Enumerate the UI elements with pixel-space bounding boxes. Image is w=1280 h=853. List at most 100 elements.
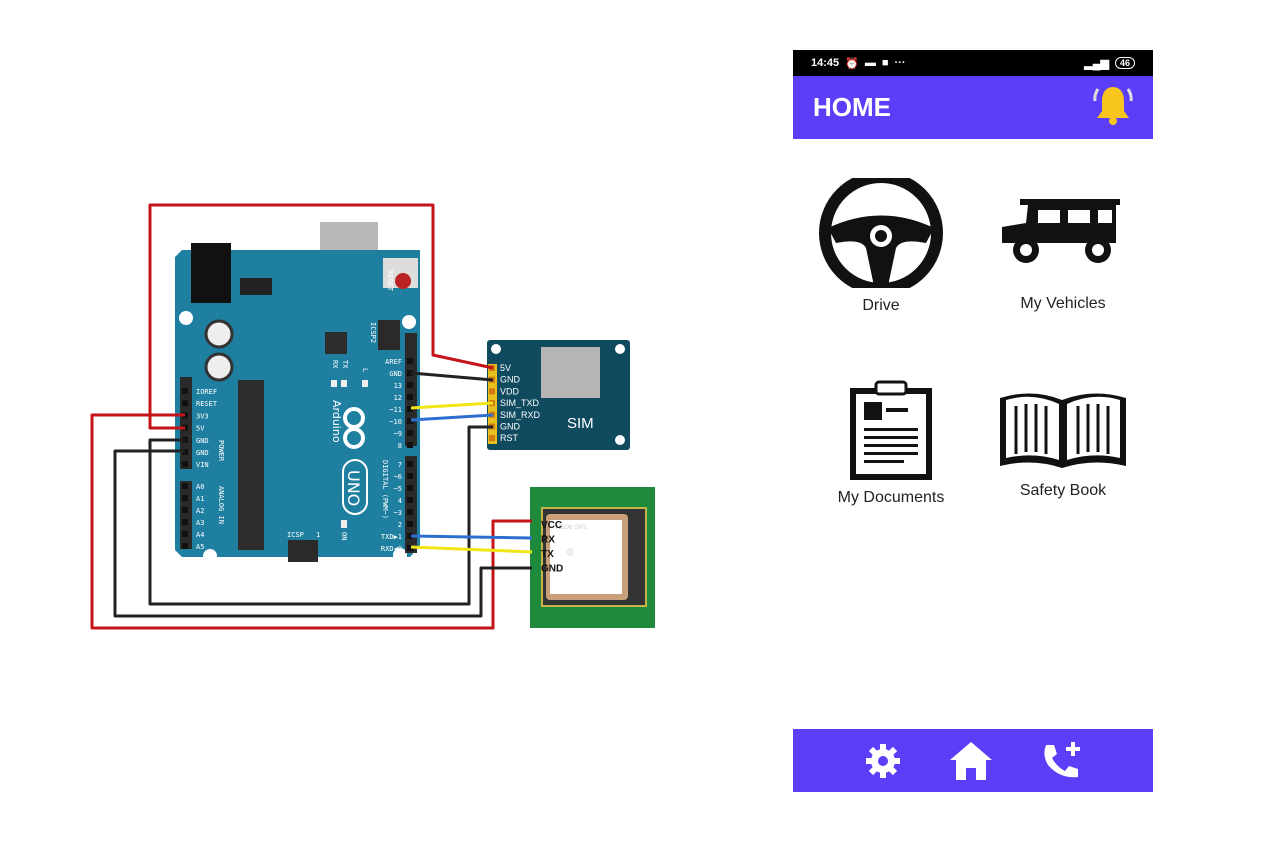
analog-pin-label: A1 bbox=[196, 495, 204, 503]
tile-my-vehicles[interactable]: My Vehicles bbox=[978, 195, 1148, 313]
power-pin-label: GND bbox=[196, 437, 209, 445]
icsp-label: ICSP bbox=[287, 531, 304, 539]
battery-icon: 46 bbox=[1114, 57, 1135, 69]
wire-txd-gps bbox=[410, 534, 533, 540]
bell-icon[interactable] bbox=[1091, 81, 1135, 134]
status-time: 14:45 bbox=[811, 57, 840, 69]
tile-label: My Vehicles bbox=[1020, 295, 1106, 312]
clipboard-icon bbox=[850, 380, 932, 480]
power-pin-label: GND bbox=[196, 449, 209, 457]
digital-pin-label: 8 bbox=[398, 442, 402, 450]
open-book-icon bbox=[1000, 393, 1126, 468]
power-jack bbox=[191, 243, 231, 303]
pin-socket bbox=[182, 543, 188, 549]
pin-socket bbox=[407, 533, 413, 539]
digital-pin-label: GND bbox=[389, 370, 402, 378]
digital-pin-label: ~9 bbox=[394, 430, 402, 438]
tx-led-label: TX bbox=[341, 360, 349, 369]
sim-pin-label: VDD bbox=[500, 386, 520, 396]
power-pin-label: 5V bbox=[196, 425, 205, 433]
digital-header-top bbox=[405, 333, 417, 446]
power-pin-label: IOREF bbox=[196, 388, 217, 396]
tile-my-documents[interactable]: My Documents bbox=[806, 380, 976, 507]
analog-label: ANALOG IN bbox=[217, 486, 225, 524]
power-pin-label: VIN bbox=[196, 461, 209, 469]
digital-pin-label: ~5 bbox=[394, 485, 402, 493]
pin-socket bbox=[407, 358, 413, 364]
analog-pin-label: A3 bbox=[196, 519, 204, 527]
arduino-brand: Arduino bbox=[330, 400, 343, 443]
power-label: POWER bbox=[217, 440, 225, 462]
pin-socket bbox=[182, 388, 188, 394]
wire-rx-sim bbox=[410, 413, 494, 422]
capacitor bbox=[204, 319, 234, 349]
signal-icon: ▂▄▆ bbox=[1084, 57, 1109, 70]
reset-label: RESET bbox=[386, 270, 394, 292]
pin-socket bbox=[489, 435, 495, 442]
pin-socket bbox=[182, 461, 188, 468]
pin-socket bbox=[182, 483, 188, 489]
wire-gnd-gps bbox=[113, 449, 532, 618]
sim-pin-label: RST bbox=[500, 433, 519, 443]
home-icon[interactable] bbox=[948, 740, 994, 782]
icsp-pin1-label: 1 bbox=[316, 531, 320, 539]
pin-socket bbox=[407, 461, 413, 467]
message-icon: ▬ bbox=[864, 57, 876, 69]
page-title: HOME bbox=[813, 92, 891, 122]
digital-pin-label: ~10 bbox=[389, 418, 402, 426]
digital-pin-label: 12 bbox=[394, 394, 402, 402]
sim-pin-label: SIM_RXD bbox=[500, 410, 541, 420]
pin-socket bbox=[407, 394, 413, 400]
pin-socket bbox=[407, 521, 413, 527]
status-bar: 14:45 ⏰ ▬ ■ ··· ▂▄▆ 46 bbox=[793, 50, 1153, 76]
power-pin-label: RESET bbox=[196, 400, 218, 408]
pin-socket bbox=[407, 430, 413, 436]
pin-socket bbox=[407, 497, 413, 503]
atmega-chip bbox=[238, 380, 264, 550]
digital-pin-label: AREF bbox=[385, 358, 402, 366]
digital-pin-label: 4 bbox=[398, 497, 402, 505]
jeep-icon bbox=[1002, 199, 1120, 263]
analog-header bbox=[180, 481, 192, 549]
digital-pin-label: 2 bbox=[398, 521, 402, 529]
icsp2-label: ICSP2 bbox=[369, 322, 377, 343]
pin-socket bbox=[407, 473, 413, 479]
sim-pin-label: SIM_TXD bbox=[500, 398, 540, 408]
arduino-uno-board: RESET ICSP2 RX TX L Arduino UNO DIGITAL … bbox=[175, 222, 420, 563]
tile-label: Safety Book bbox=[1019, 482, 1107, 499]
analog-pin-label: A4 bbox=[196, 531, 204, 539]
digital-pin-label: ~3 bbox=[394, 509, 402, 517]
phone-add-icon[interactable] bbox=[1040, 741, 1082, 781]
tile-drive[interactable]: Drive bbox=[796, 171, 966, 315]
sim-pin-label: 5V bbox=[500, 363, 511, 373]
pin-socket bbox=[407, 442, 413, 448]
capacitor bbox=[204, 352, 234, 382]
gps-pin-label: TX bbox=[541, 549, 554, 560]
phone-screenshot: 14:45 ⏰ ▬ ■ ··· ▂▄▆ 46 HOME Drive My Veh… bbox=[793, 50, 1153, 792]
video-icon: ■ bbox=[881, 57, 889, 69]
gps-pin-label: VCC bbox=[541, 520, 562, 531]
digital-label: DIGITAL (PWM~) bbox=[381, 460, 389, 519]
bottom-nav bbox=[793, 729, 1153, 792]
uno-label: UNO bbox=[344, 470, 363, 506]
pin-socket bbox=[407, 418, 413, 424]
wire-tx-sim bbox=[410, 401, 494, 410]
wiring-diagram: RESET ICSP2 RX TX L Arduino UNO DIGITAL … bbox=[90, 203, 655, 630]
tile-safety-book[interactable]: Safety Book bbox=[978, 388, 1148, 500]
arduino-logo bbox=[343, 407, 365, 449]
sim-pin-label: GND bbox=[500, 422, 521, 432]
gear-icon[interactable] bbox=[864, 742, 902, 780]
analog-pin-label: A5 bbox=[196, 543, 204, 551]
pin-socket bbox=[407, 370, 413, 376]
wire-gnd-sim bbox=[410, 371, 494, 382]
alarm-icon: ⏰ bbox=[845, 57, 859, 70]
tile-label: Drive bbox=[862, 297, 900, 314]
digital-pin-label: RXD◀0 bbox=[381, 545, 402, 553]
steering-wheel-icon bbox=[819, 171, 943, 295]
pin-socket bbox=[489, 388, 495, 395]
rx-led-label: RX bbox=[331, 360, 339, 369]
pin-socket bbox=[182, 519, 188, 525]
sim-slot bbox=[541, 347, 600, 398]
